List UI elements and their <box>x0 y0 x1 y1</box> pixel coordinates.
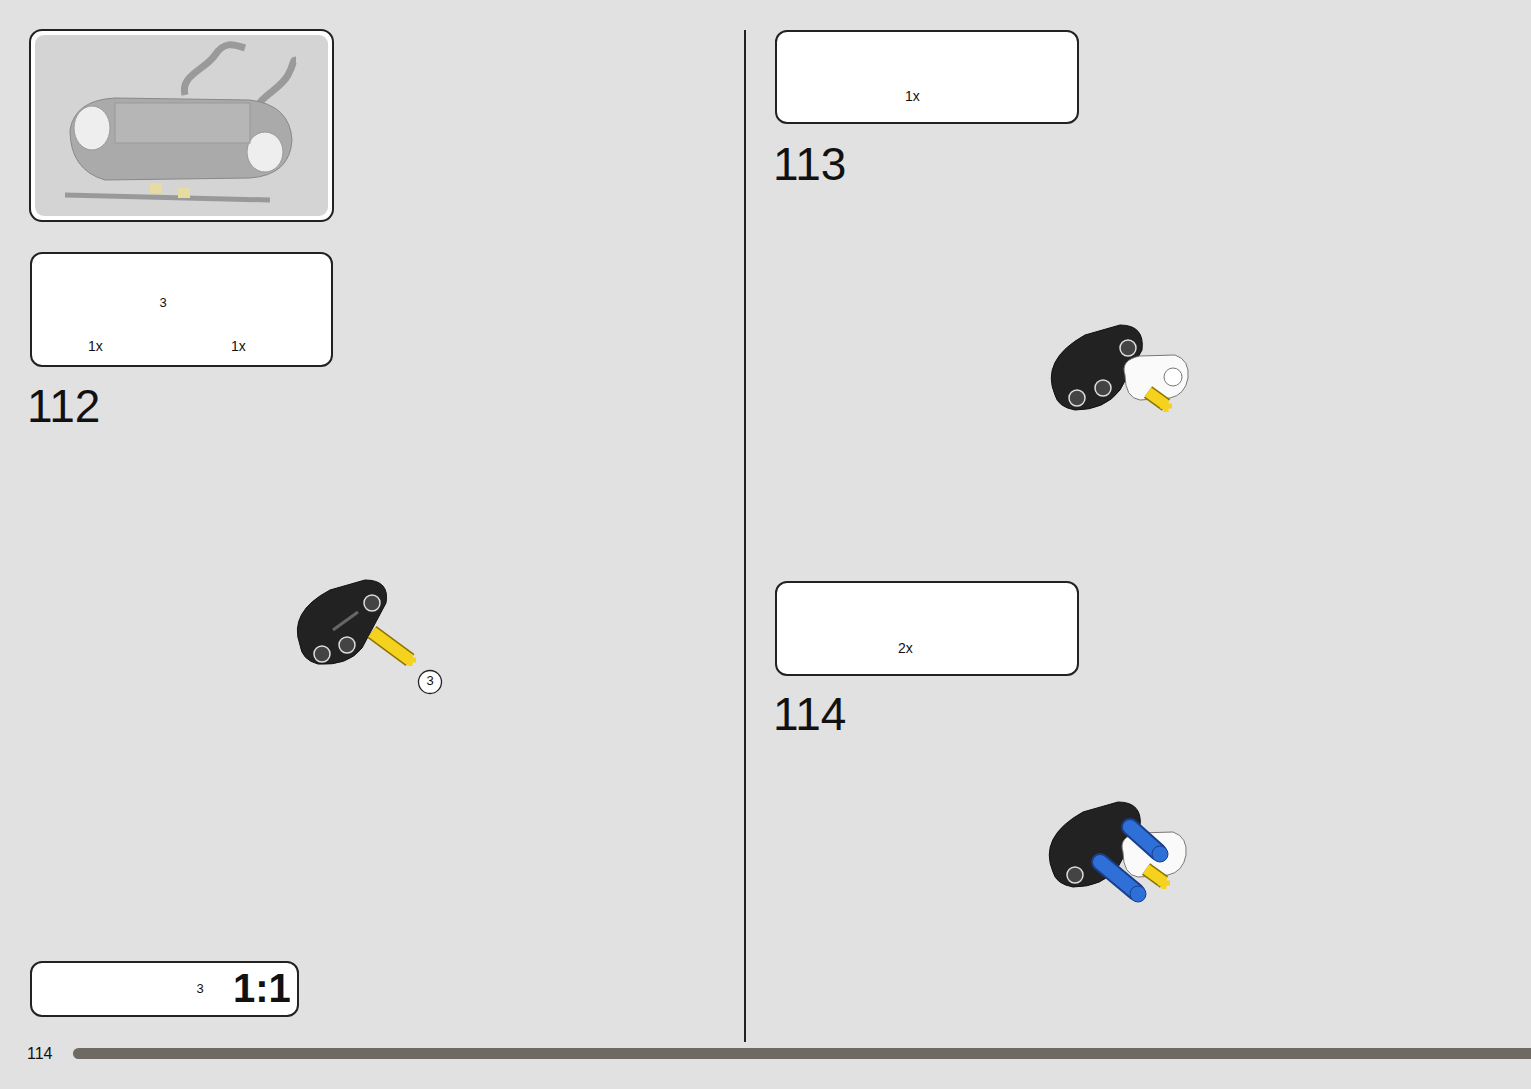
page-number: 114 <box>27 1045 53 1063</box>
callout-number: 3 <box>189 981 211 996</box>
quantity: 2x <box>898 640 913 656</box>
model-114-stroke <box>1130 886 1146 902</box>
model-112-stroke <box>404 654 416 666</box>
parts-box: 2x <box>775 581 1079 676</box>
submodel-preview-stroke <box>247 132 283 172</box>
model-113-stroke <box>1095 380 1111 396</box>
model-113-stroke <box>1164 368 1182 386</box>
model-113-stroke <box>1120 340 1136 356</box>
quantity: 1x <box>88 338 103 354</box>
submodel-preview-stroke <box>184 45 245 95</box>
model-112-stroke <box>372 632 410 660</box>
parts-box: 3 1x 1x <box>30 252 333 367</box>
model-112 <box>297 580 441 694</box>
model-112-stroke <box>372 632 410 660</box>
step-number: 114 <box>773 688 846 741</box>
model-114-stroke <box>1100 862 1136 892</box>
submodel-preview-stroke <box>178 188 190 198</box>
model-114-stroke <box>1067 867 1083 883</box>
model-114-stroke <box>1146 869 1164 882</box>
model-114-stroke <box>1158 877 1170 889</box>
model-112-stroke <box>333 612 358 630</box>
submodel-preview-stroke <box>150 183 162 193</box>
model-113-stroke <box>1160 400 1172 412</box>
page-frame-stroke <box>744 30 746 1042</box>
parts-box: 1x <box>775 30 1079 124</box>
model-113-stroke <box>1069 390 1085 406</box>
scale-box: 3 1:1 <box>30 961 299 1017</box>
model-113 <box>1051 325 1188 412</box>
model-113-stroke <box>1148 392 1166 405</box>
model-112-stroke <box>339 637 355 653</box>
quantity: 1x <box>905 88 920 104</box>
submodel-preview <box>30 30 333 221</box>
model-112-stroke <box>419 671 442 694</box>
submodel-preview-stroke <box>115 103 250 143</box>
quantity: 1x <box>231 338 246 354</box>
callout-number: 3 <box>419 673 441 688</box>
submodel-preview-stroke <box>70 98 292 180</box>
model-114-stroke <box>1100 862 1136 892</box>
model-114-stroke <box>1146 869 1164 882</box>
scale-mark: 1:1 <box>233 965 291 1011</box>
model-114-stroke <box>1152 846 1168 862</box>
submodel-preview-stroke <box>30 30 333 221</box>
submodel-preview-stroke <box>74 106 110 150</box>
model-112-stroke <box>314 646 330 662</box>
step-number: 112 <box>27 380 100 433</box>
model-113-stroke <box>1148 392 1166 405</box>
page-frame-stroke <box>73 1048 1531 1059</box>
submodel-preview-stroke <box>35 35 328 216</box>
callout-number: 3 <box>152 295 174 310</box>
submodel-preview-stroke <box>65 195 270 200</box>
step-number: 113 <box>773 138 846 191</box>
model-114 <box>1049 802 1186 902</box>
model-112-stroke <box>297 580 386 664</box>
model-112-stroke <box>364 595 380 611</box>
